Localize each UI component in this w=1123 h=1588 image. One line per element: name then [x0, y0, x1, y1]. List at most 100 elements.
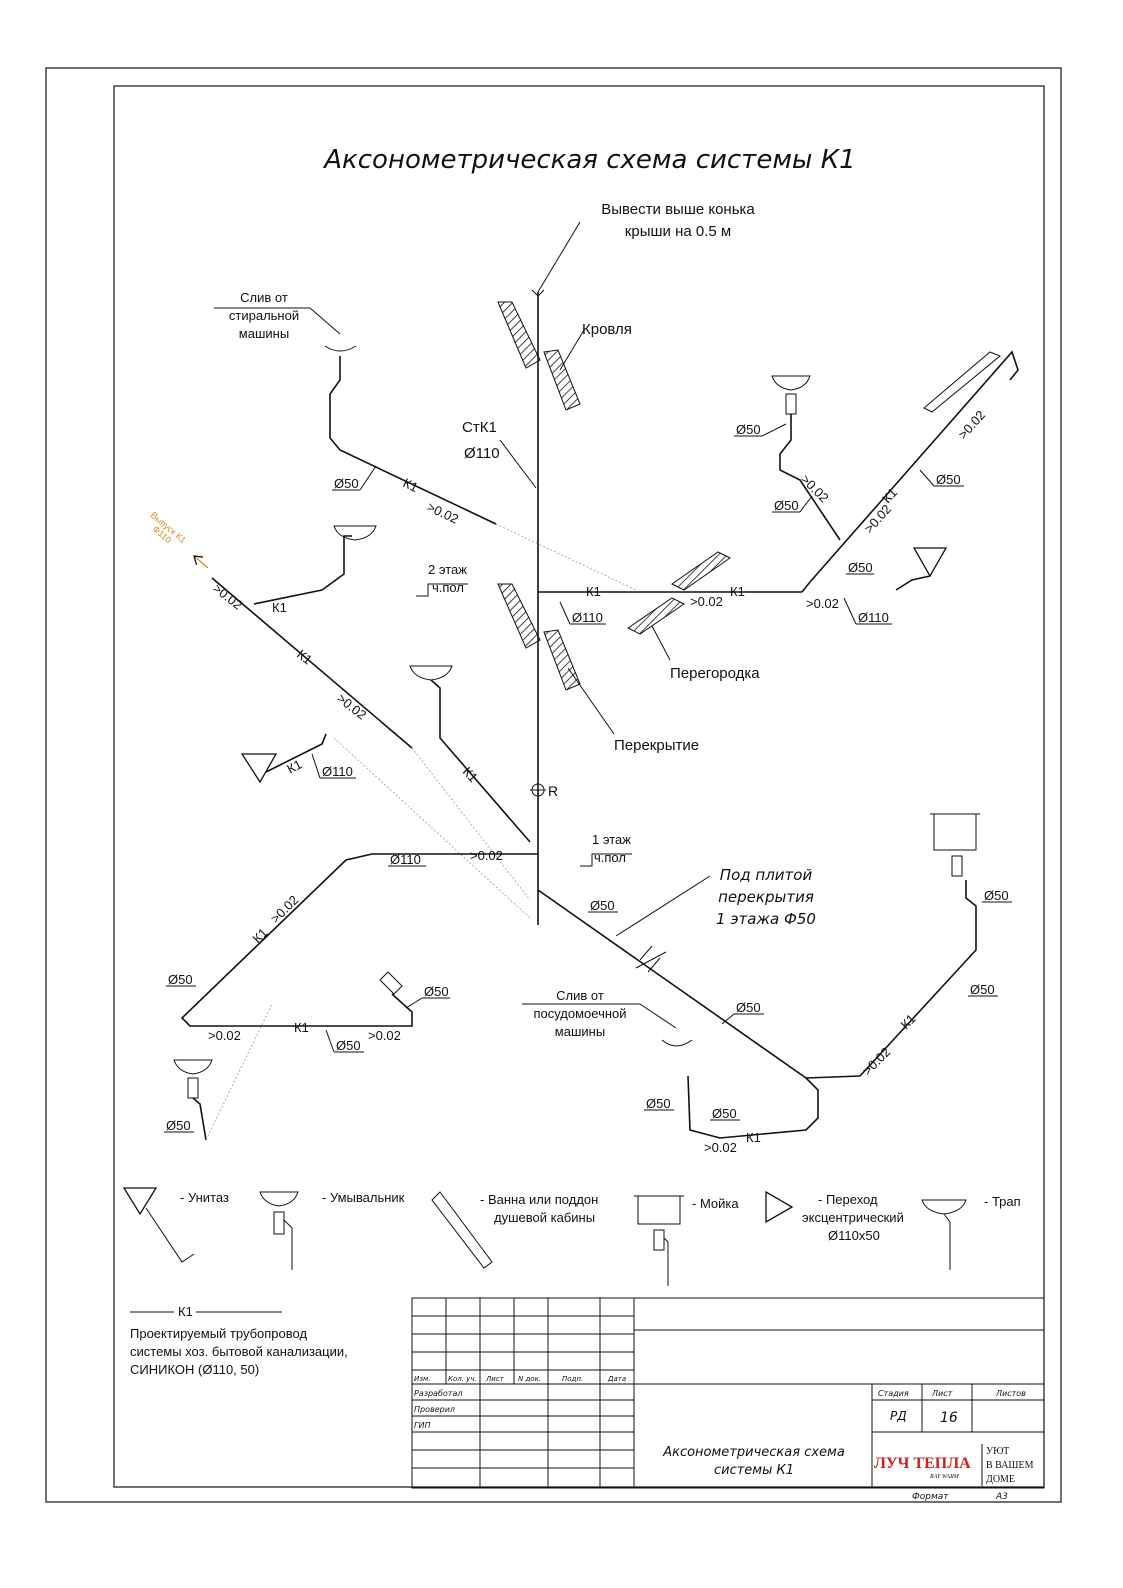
stamp-sheets-h: Листов — [995, 1389, 1026, 1398]
floor1-right: Под плитой перекрытия 1 этажа Ф50 Ø50 Ø5… — [522, 813, 1012, 1155]
main-k1-b: К1 — [294, 647, 315, 668]
washer-k1: К1 — [401, 475, 421, 495]
f1-d50-d: Ø50 — [166, 1118, 191, 1133]
logo-side-1: УЮТ — [986, 1446, 1009, 1457]
stamp-col-3: N док. — [518, 1375, 541, 1383]
right-branch-floor2: К1 К1 >0.02 >0.02 Ø110 Ø110 Ø50 Ø50 >0.0… — [538, 350, 1019, 625]
f1-d50-a: Ø50 — [168, 972, 193, 987]
stamp-col-2: Лист — [485, 1375, 505, 1383]
stamp-stage: РД — [890, 1409, 907, 1423]
legend-drain-icon — [921, 1199, 967, 1215]
dish-label-1: Слив от — [556, 988, 604, 1003]
slab-hatch: Перекрытие — [497, 583, 699, 754]
stamp-row-0: Разработал — [414, 1389, 462, 1398]
floor1-label: 1 этаж — [592, 832, 631, 847]
legend-basin: - Умывальник — [322, 1190, 405, 1205]
logo-sub: RAY WARM — [929, 1474, 960, 1480]
fr-d50-c: Ø50 — [970, 982, 995, 997]
right-slope-c: >0.02 — [955, 408, 988, 442]
legend-bath-icon — [431, 1191, 493, 1269]
floor1-left: Ø110 >0.02 К1 >0.02 Ø50 >0.02 К1 >0.02 Ø… — [164, 848, 538, 1141]
outer-frame — [45, 67, 1062, 1503]
under-slab-3: 1 этажа Ф50 — [716, 910, 816, 928]
legend-reducer-3: Ø110x50 — [828, 1228, 880, 1243]
toilet-k1: К1 — [284, 756, 304, 776]
basin-icon — [771, 375, 811, 391]
washer-branch: Слив от стиральной машины Ø50 К1 >0.02 — [214, 290, 637, 591]
f1-d50-b: Ø50 — [336, 1038, 361, 1053]
partition-hatch: Перегородка — [627, 551, 760, 682]
floor2-k1-a: К1 — [586, 584, 601, 599]
f1-slope-c: >0.02 — [208, 1028, 241, 1043]
fr-d50-b: Ø50 — [736, 1000, 761, 1015]
legend-basin-icon — [259, 1191, 299, 1207]
toilet-d110: Ø110 — [322, 764, 353, 779]
riser-stk1: Вывести выше конька крыши на 0.5 м СтК1 … — [462, 201, 755, 925]
logo-main: ЛУЧ ТЕПЛА — [874, 1455, 971, 1472]
toilet-left: К1 Ø110 — [240, 733, 356, 784]
stamp-col-5: Дата — [607, 1375, 626, 1383]
under-slab-1: Под плитой — [720, 866, 813, 884]
washer-label-2: стиральной — [229, 308, 299, 323]
format-h: Формат — [912, 1492, 949, 1502]
f1-d50-c: Ø50 — [424, 984, 449, 999]
roof-label: Кровля — [582, 321, 632, 338]
format-val: А3 — [995, 1492, 1008, 1502]
reducer-icon — [912, 547, 948, 578]
floor2-k1-b: К1 — [730, 584, 745, 599]
sink-icon — [933, 813, 977, 851]
main-k1-a: К1 — [272, 600, 287, 615]
legend-sink: - Мойка — [692, 1196, 739, 1211]
riser-diam: Ø110 — [464, 445, 500, 462]
riser-name: СтК1 — [462, 419, 497, 436]
legend-pipe-2: системы хоз. бытовой канализации, — [130, 1344, 348, 1359]
legend-reducer-icon — [765, 1190, 794, 1224]
fr-d50-e: Ø50 — [646, 1096, 671, 1111]
legend-pipe-3: СИНИКОН (Ø110, 50) — [130, 1362, 259, 1377]
dish-label-2: посудомоечной — [533, 1006, 626, 1021]
logo-side-3: ДОМЕ — [986, 1474, 1015, 1485]
fr-d50-d: Ø50 — [984, 888, 1009, 903]
f1-d110: Ø110 — [390, 852, 421, 867]
floor2-d110-b: Ø110 — [858, 610, 889, 625]
fr-slope-b: >0.02 — [704, 1140, 737, 1155]
slab-label: Перекрытие — [614, 737, 699, 754]
logo-side-2: В ВАШЕМ — [986, 1460, 1034, 1471]
legend-toilet: - Унитаз — [180, 1190, 229, 1205]
main-slope-a: >0.02 — [210, 581, 245, 613]
basin-icon-2 — [173, 1059, 213, 1075]
stamp-doc-title-2: системы К1 — [714, 1463, 794, 1478]
drain-icon — [333, 525, 377, 541]
f1-slope-b: >0.02 — [268, 892, 302, 926]
under-slab-2: перекрытия — [718, 888, 814, 906]
riser-top-note-2: крыши на 0.5 м — [625, 223, 731, 240]
washer-label-3: машины — [239, 326, 289, 341]
drain-icon-2 — [409, 665, 453, 681]
partition-label: Перегородка — [670, 665, 760, 682]
riser-top-note-1: Вывести выше конька — [601, 201, 755, 218]
washer-label-1: Слив от — [240, 290, 288, 305]
floor2-slope-b: >0.02 — [806, 596, 839, 611]
stamp-grid — [412, 1298, 634, 1488]
legend-pipe-code: К1 — [178, 1304, 193, 1319]
floor1-chpol: ч.пол — [594, 850, 626, 865]
bath-icon — [379, 971, 403, 995]
stamp-sheet: 16 — [940, 1410, 958, 1426]
legend-bath-1: - Ванна или поддон — [480, 1192, 598, 1207]
legend-sink-icon — [637, 1195, 681, 1225]
outlet-k1: Выпуск К1 Ф110 — [149, 510, 209, 569]
stamp-doc-title-1: Аксонометрическая схема — [662, 1445, 845, 1460]
stamp-stage-h: Стадия — [878, 1389, 909, 1398]
stamp-col-4: Подп. — [562, 1375, 583, 1383]
toilet-icon — [240, 753, 278, 784]
f1-slope-a: >0.02 — [470, 848, 503, 863]
legend: - Унитаз - Умывальник - Ванна или поддон… — [122, 1187, 1021, 1377]
floor1-mark: 1 этаж ч.пол — [580, 832, 632, 867]
f1-k1-a: К1 — [250, 925, 271, 946]
scheme-title: Аксонометрическая схема системы К1 — [322, 145, 855, 175]
washer-d50: Ø50 — [334, 476, 359, 491]
fr-d50-f: Ø50 — [712, 1106, 737, 1121]
legend-reducer-2: эксцентрический — [802, 1210, 904, 1225]
fr-slope: >0.02 — [860, 1044, 894, 1078]
legend-reducer-1: - Переход — [818, 1192, 878, 1207]
